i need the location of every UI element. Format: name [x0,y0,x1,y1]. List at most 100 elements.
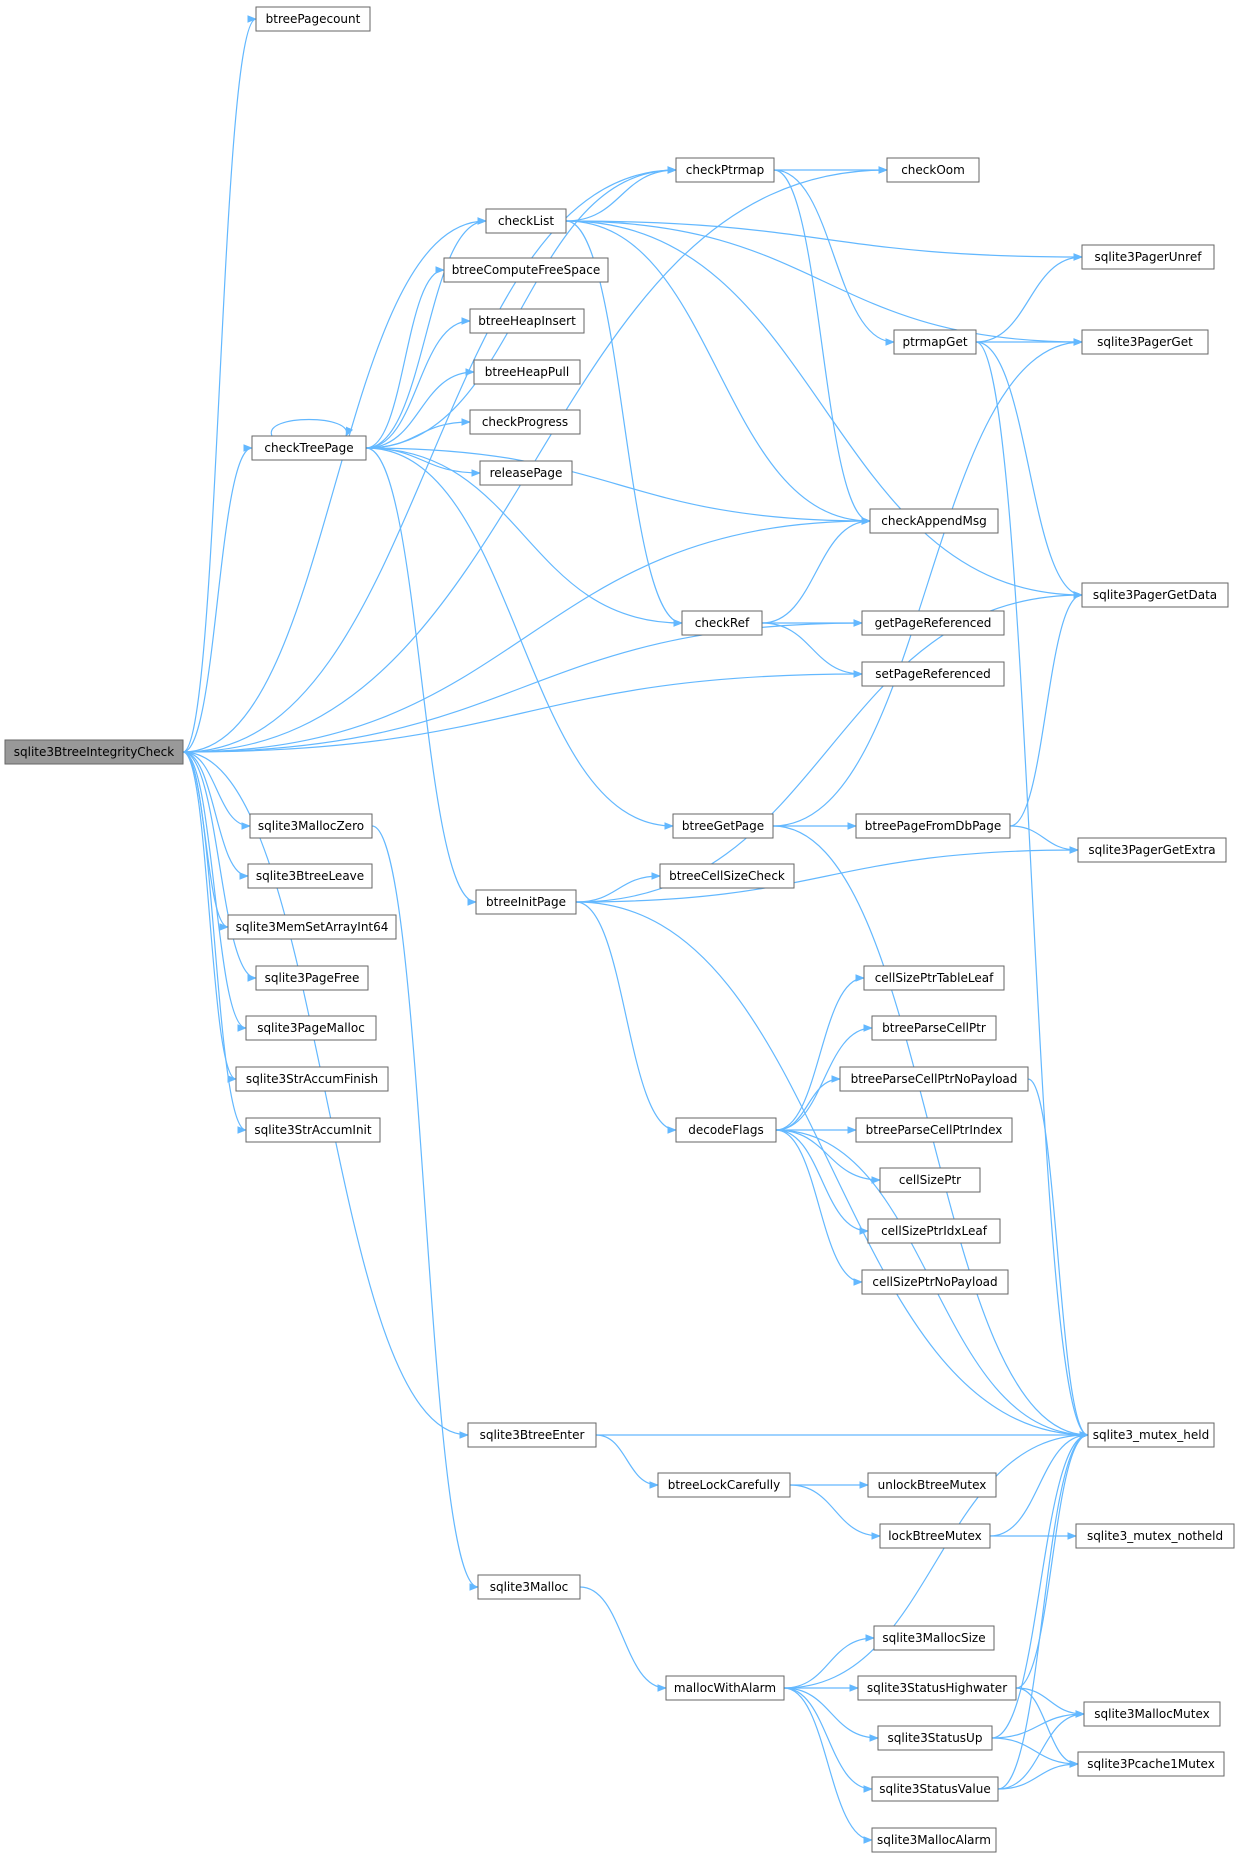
edge-root-to-sqlite3BtreeEnter [182,751,469,1439]
node-label: btreeHeapPull [485,365,569,379]
node-sqlite3PagerGetExtra[interactable]: sqlite3PagerGetExtra [1077,837,1227,863]
node-checkOom[interactable]: checkOom [886,157,980,183]
node-decodeFlags[interactable]: decodeFlags [675,1117,777,1143]
node-box [1077,1751,1225,1777]
node-cellSizePtr[interactable]: cellSizePtr [879,1167,981,1193]
node-sqlite3BtreeLeave[interactable]: sqlite3BtreeLeave [247,863,373,889]
edge-sqlite3BtreeEnter-to-btreeLockCarefully [595,1434,659,1489]
node-sqlite3PageFree[interactable]: sqlite3PageFree [255,965,369,991]
node-unlockBtreeMutex[interactable]: unlockBtreeMutex [867,1472,997,1498]
node-cellSizePtrIdxLeaf[interactable]: cellSizePtrIdxLeaf [867,1218,1001,1244]
node-sqlite3StrAccumFinish[interactable]: sqlite3StrAccumFinish [235,1066,389,1092]
node-btreeCellSizeCheck[interactable]: btreeCellSizeCheck [659,863,795,889]
node-sqlite3MallocSize[interactable]: sqlite3MallocSize [873,1625,995,1651]
edge-checkTreePage-to-btreeHeapInsert [365,317,471,449]
node-sqlite3PagerGetData[interactable]: sqlite3PagerGetData [1081,582,1229,608]
node-layer: sqlite3BtreeIntegrityCheck btreePagecount… [4,6,1235,1853]
edge-checkList-to-sqlite3PagerUnref [565,220,1083,261]
node-label: checkRef [695,616,750,630]
node-box [857,1675,1017,1701]
node-ptrmapGet[interactable]: ptrmapGet [893,329,977,355]
node-mallocWithAlarm[interactable]: mallocWithAlarm [665,1675,785,1701]
edge-root-to-sqlite3BtreeLeave [182,751,249,880]
edge-root-to-sqlite3StrAccumInit [182,751,247,1134]
node-btreeInitPage[interactable]: btreeInitPage [475,889,577,915]
edge-sqlite3StatusUp-to-sqlite3_mutex_held [991,1431,1089,1739]
node-btreeParseCellPtrNoPayload[interactable]: btreeParseCellPtrNoPayload [839,1066,1029,1092]
node-box [4,739,184,765]
node-box [479,460,573,486]
node-sqlite3PagerGet[interactable]: sqlite3PagerGet [1081,329,1209,355]
node-label: btreeParseCellPtrNoPayload [851,1072,1018,1086]
node-label: sqlite3BtreeEnter [480,1428,585,1442]
edge-btreeLockCarefully-to-lockBtreeMutex [789,1484,881,1540]
node-getPageReferenced[interactable]: getPageReferenced [861,610,1005,636]
node-btreeParseCellPtrIndex[interactable]: btreeParseCellPtrIndex [855,1117,1013,1143]
edge-checkPtrmap-to-ptrmapGet [773,169,895,346]
node-btreeLockCarefully[interactable]: btreeLockCarefully [657,1472,791,1498]
node-btreeHeapPull[interactable]: btreeHeapPull [473,359,581,385]
node-btreeGetPage[interactable]: btreeGetPage [672,813,774,839]
node-checkRef[interactable]: checkRef [681,610,763,636]
edge-ptrmapGet-to-sqlite3PagerUnref [975,253,1083,343]
edge-root-to-checkTreePage [182,444,253,753]
edge-root-to-checkList [182,217,487,753]
node-checkPtrmap[interactable]: checkPtrmap [675,157,775,183]
edge-lockBtreeMutex-to-sqlite3_mutex_held [989,1431,1089,1537]
edge-mallocWithAlarm-to-sqlite3StatusValue [783,1687,873,1793]
node-box [1081,244,1215,270]
node-sqlite3BtreeEnter[interactable]: sqlite3BtreeEnter [467,1422,597,1448]
node-lockBtreeMutex[interactable]: lockBtreeMutex [879,1523,991,1549]
node-label: sqlite3BtreeLeave [256,869,364,883]
node-sqlite3PageMalloc[interactable]: sqlite3PageMalloc [245,1015,377,1041]
node-label: btreePageFromDbPage [865,819,1001,833]
node-box [855,1117,1013,1143]
edge-checkTreePage-to-btreeGetPage [365,447,674,830]
node-sqlite3MallocZero[interactable]: sqlite3MallocZero [249,813,373,839]
node-label: sqlite3PagerGetExtra [1088,843,1215,857]
node-label: sqlite3PagerGetData [1093,588,1217,602]
node-sqlite3StatusHighwater[interactable]: sqlite3StatusHighwater [857,1675,1017,1701]
node-checkList[interactable]: checkList [485,208,567,234]
node-sqlite3StrAccumInit[interactable]: sqlite3StrAccumInit [245,1117,381,1143]
node-label: lockBtreeMutex [888,1529,982,1543]
node-box [1087,1422,1215,1448]
node-checkAppendMsg[interactable]: checkAppendMsg [869,508,999,534]
node-btreePageFromDbPage[interactable]: btreePageFromDbPage [855,813,1011,839]
edge-decodeFlags-to-cellSizePtr [775,1129,881,1184]
node-box [839,1066,1029,1092]
node-sqlite3PagerUnref[interactable]: sqlite3PagerUnref [1081,244,1215,270]
edge-decodeFlags-to-btreeParseCellPtr [775,1024,873,1131]
edge-checkList-to-checkRef [565,220,683,627]
node-btreeComputeFreeSpace[interactable]: btreeComputeFreeSpace [443,257,609,283]
node-sqlite3StatusUp[interactable]: sqlite3StatusUp [877,1725,993,1751]
node-btreeParseCellPtr[interactable]: btreeParseCellPtr [871,1015,997,1041]
node-label: sqlite3MallocZero [258,819,364,833]
node-root[interactable]: sqlite3BtreeIntegrityCheck [4,739,184,765]
node-sqlite3_mutex_notheld[interactable]: sqlite3_mutex_notheld [1075,1523,1235,1549]
node-sqlite3_mutex_held[interactable]: sqlite3_mutex_held [1087,1422,1215,1448]
node-sqlite3Pcache1Mutex[interactable]: sqlite3Pcache1Mutex [1077,1751,1225,1777]
node-sqlite3MallocMutex[interactable]: sqlite3MallocMutex [1083,1701,1221,1727]
node-cellSizePtrNoPayload[interactable]: cellSizePtrNoPayload [861,1269,1009,1295]
node-sqlite3MemSetArrayInt64[interactable]: sqlite3MemSetArrayInt64 [227,914,397,940]
node-sqlite3StatusValue[interactable]: sqlite3StatusValue [871,1776,999,1802]
node-label: sqlite3_mutex_notheld [1087,1529,1223,1543]
node-cellSizePtrTableLeaf[interactable]: cellSizePtrTableLeaf [863,965,1005,991]
node-sqlite3Malloc[interactable]: sqlite3Malloc [477,1574,581,1600]
node-label: sqlite3StatusHighwater [867,1681,1007,1695]
node-sqlite3MallocAlarm[interactable]: sqlite3MallocAlarm [871,1827,997,1853]
node-label: sqlite3MemSetArrayInt64 [236,920,389,934]
node-setPageReferenced[interactable]: setPageReferenced [861,661,1005,687]
node-btreeHeapInsert[interactable]: btreeHeapInsert [469,308,585,334]
node-label: checkProgress [482,415,568,429]
node-box [869,508,999,534]
edge-decodeFlags-to-cellSizePtrIdxLeaf [775,1129,869,1235]
node-btreePagecount[interactable]: btreePagecount [255,6,371,32]
node-checkProgress[interactable]: checkProgress [469,409,581,435]
edge-checkList-to-checkPtrmap [565,166,677,222]
node-box [675,157,775,183]
edge-sqlite3Malloc-to-mallocWithAlarm [579,1586,667,1692]
node-checkTreePage[interactable]: checkTreePage [251,435,367,461]
node-releasePage[interactable]: releasePage [479,460,573,486]
